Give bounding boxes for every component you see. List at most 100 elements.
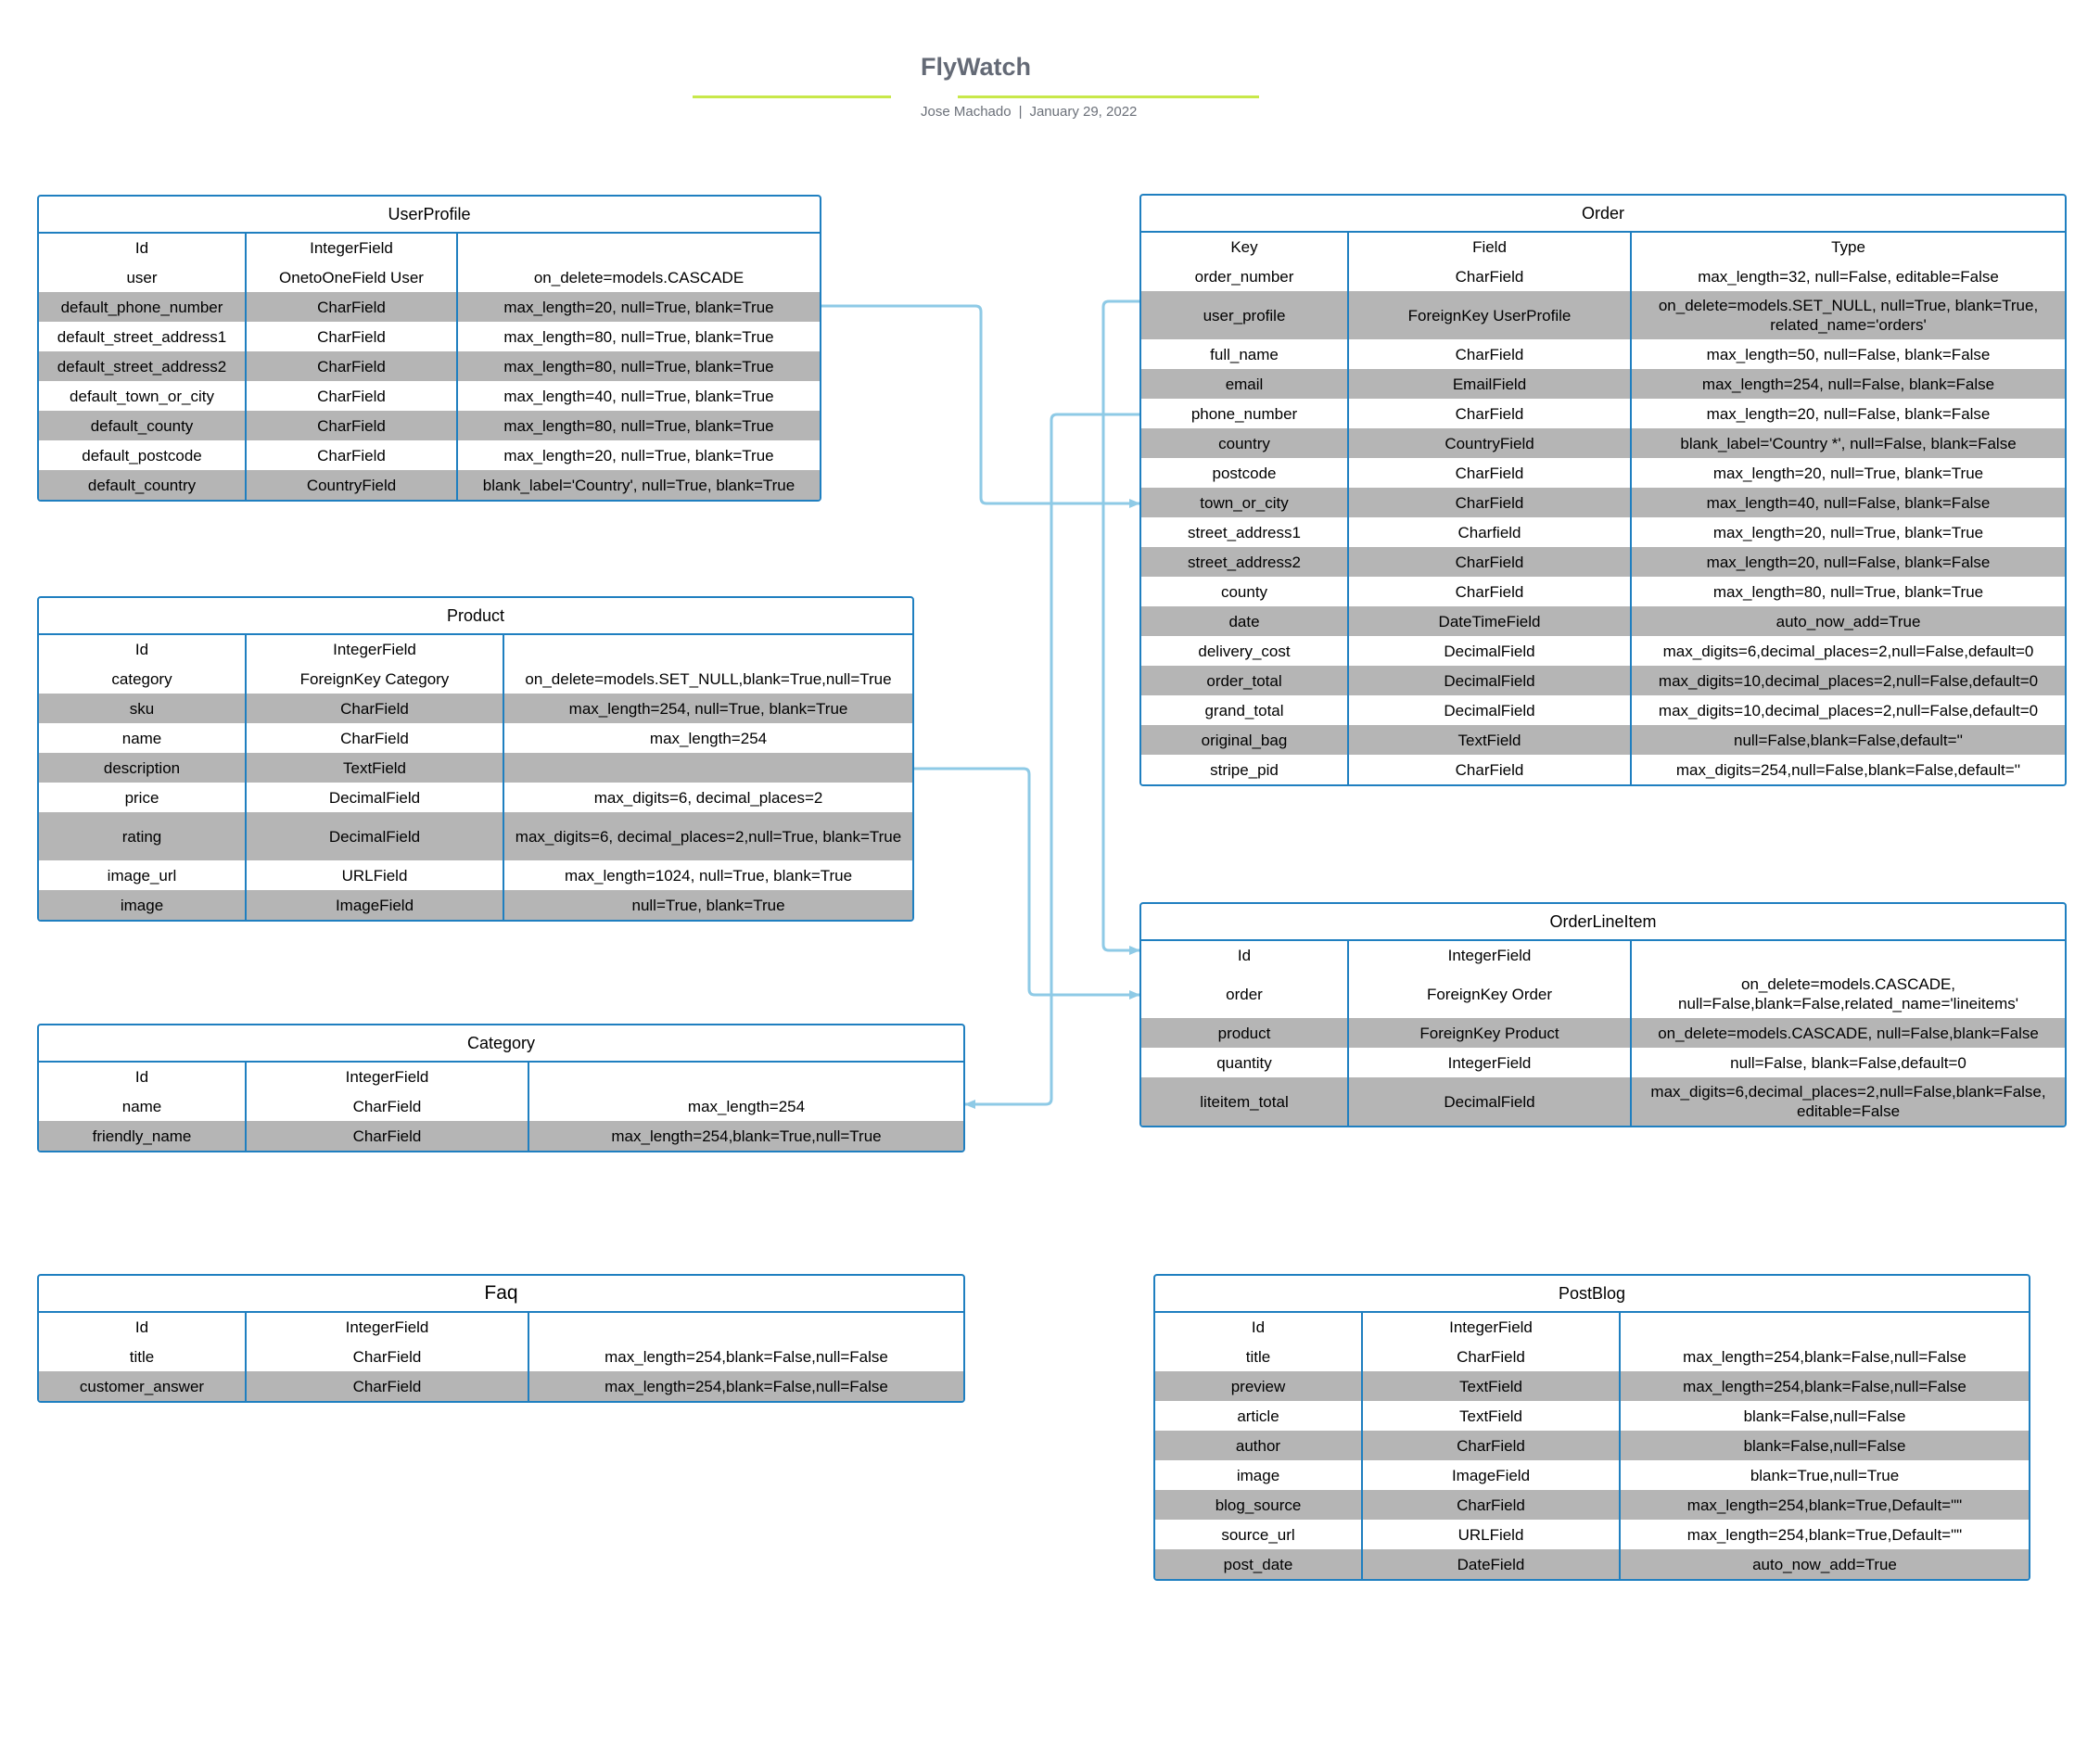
field-type: CharField [245,292,457,322]
field-name: name [39,723,246,753]
field-type: CountryField [245,470,457,500]
field-type: CharField [245,1342,528,1371]
field-name: Id [1155,1312,1362,1342]
field-options: blank=True,null=True [1619,1460,2029,1490]
field-name: grand_total [1141,695,1348,725]
field-options: max_length=1024, null=True, blank=True [502,860,912,890]
field-name: phone_number [1141,399,1348,428]
field-options: max_length=254,blank=False,null=False [528,1371,963,1401]
field-name: source_url [1155,1520,1362,1549]
field-type: CharField [1347,488,1631,517]
field-options: blank_label='Country *', null=False, bla… [1629,428,2065,458]
field-type: CharField [1347,399,1631,428]
connector-order-to-orderlineitem [1101,299,1141,955]
field-name: quantity [1141,1048,1348,1077]
field-name: preview [1155,1371,1362,1401]
field-options: max_length=254,blank=False,null=False [528,1342,963,1371]
field-name: default_postcode [39,440,246,470]
field-type: CountryField [1347,428,1631,458]
field-type: CharField [1347,458,1631,488]
field-name: category [39,664,246,694]
field-options: auto_now_add=True [1619,1549,2029,1579]
field-type: DecimalField [1347,666,1631,695]
field-type: ForeignKey Product [1347,1018,1631,1048]
field-options [455,233,820,262]
field-type: IntegerField [245,1062,528,1091]
field-options: max_length=254,blank=False,null=False [1619,1342,2029,1371]
connector-product-to-orderlineitem [913,767,1140,999]
field-name: town_or_city [1141,488,1348,517]
title-underline-left [693,95,891,98]
field-type: TextField [1361,1371,1620,1401]
document-meta: Jose Machado|January 29, 2022 [921,104,1137,120]
field-name: email [1141,369,1348,399]
field-name: article [1155,1401,1362,1431]
field-name: original_bag [1141,725,1348,755]
field-type: CharField [245,1121,528,1151]
field-type: CharField [1347,261,1631,291]
field-options: max_length=254, null=False, blank=False [1629,369,2065,399]
field-options: max_length=254 [527,1091,963,1121]
field-type: TextField [245,753,503,783]
field-options: max_length=32, null=False, editable=Fals… [1629,261,2065,291]
field-options: on_delete=models.CASCADE, null=False,bla… [1629,1018,2065,1048]
document-title: FlyWatch [921,53,1032,81]
field-options: null=False,blank=False,default='' [1629,725,2065,755]
field-options: max_digits=6, decimal_places=2 [502,783,912,812]
entity-title: Product [39,598,912,635]
field-name: Id [39,1312,246,1342]
field-name: blog_source [1155,1490,1362,1520]
field-name: rating [39,812,246,860]
field-name: title [39,1342,246,1371]
field-type: CharField [245,411,457,440]
field-name: postcode [1141,458,1348,488]
field-name: default_town_or_city [39,381,246,411]
field-options: max_digits=6, decimal_places=2,null=True… [502,812,912,860]
field-name: name [39,1091,246,1121]
field-type: IntegerField [1347,1048,1631,1077]
field-name: price [39,783,246,812]
field-options: max_length=254,blank=True,Default="" [1619,1490,2029,1520]
field-name: country [1141,428,1348,458]
field-options: max_length=20, null=True, blank=True [1629,517,2065,547]
field-options: max_length=20, null=True, blank=True [455,292,820,322]
field-name: product [1141,1018,1348,1048]
field-options: max_length=254,blank=False,null=False [1619,1371,2029,1401]
field-name: Id [39,1062,246,1091]
field-type: OnetoOneField User [245,262,457,292]
field-name: author [1155,1431,1362,1460]
field-options: max_length=80, null=True, blank=True [455,351,820,381]
field-name: order_total [1141,666,1348,695]
field-type: CharField [1361,1490,1620,1520]
field-name: default_country [39,470,246,500]
field-type: TextField [1347,725,1631,755]
entity-title: Order [1141,196,2065,233]
field-type: CharField [245,1371,528,1401]
field-type: TextField [1361,1401,1620,1431]
